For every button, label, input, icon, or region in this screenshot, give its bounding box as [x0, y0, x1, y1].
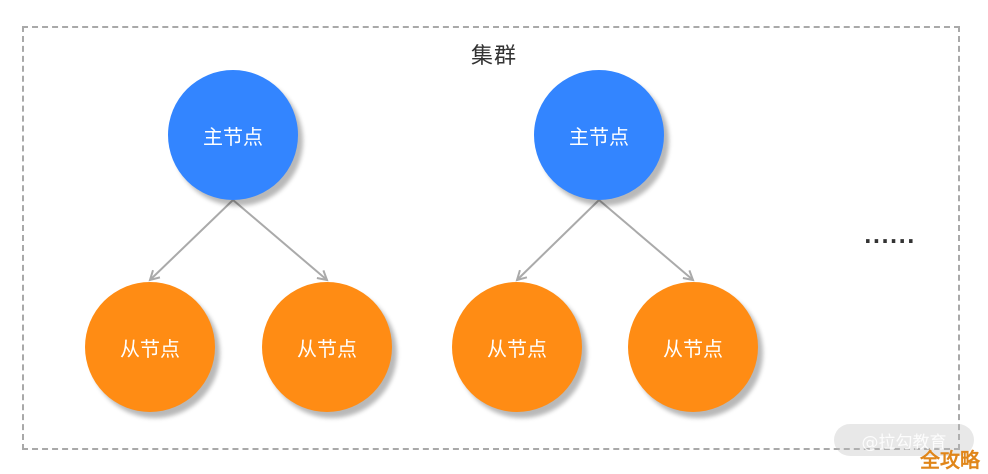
slave-node-1: 从节点: [85, 282, 215, 412]
master-node-2-label: 主节点: [569, 124, 629, 149]
slave-node-3: 从节点: [452, 282, 582, 412]
cluster-boundary: [22, 26, 960, 450]
master-node-1: 主节点: [168, 70, 298, 200]
master-node-1-label: 主节点: [203, 124, 263, 149]
slave-node-1-label: 从节点: [120, 336, 180, 361]
master-node-2: 主节点: [534, 70, 664, 200]
arrow-master2-slave3: [517, 199, 600, 280]
cluster-title: 集群: [470, 44, 517, 69]
slave-node-2-label: 从节点: [297, 336, 357, 361]
arrow-master1-slave1: [150, 199, 234, 280]
more-clusters-ellipsis: ......: [864, 224, 916, 248]
slave-node-4-label: 从节点: [663, 336, 723, 361]
watermark-badge: 全攻略: [920, 448, 980, 472]
slave-node-3-label: 从节点: [487, 336, 547, 361]
slave-node-4: 从节点: [628, 282, 758, 412]
arrow-master2-slave4: [598, 199, 693, 280]
arrow-master1-slave2: [232, 199, 327, 280]
slave-node-2: 从节点: [262, 282, 392, 412]
watermark: @拉勾教育: [834, 424, 974, 456]
